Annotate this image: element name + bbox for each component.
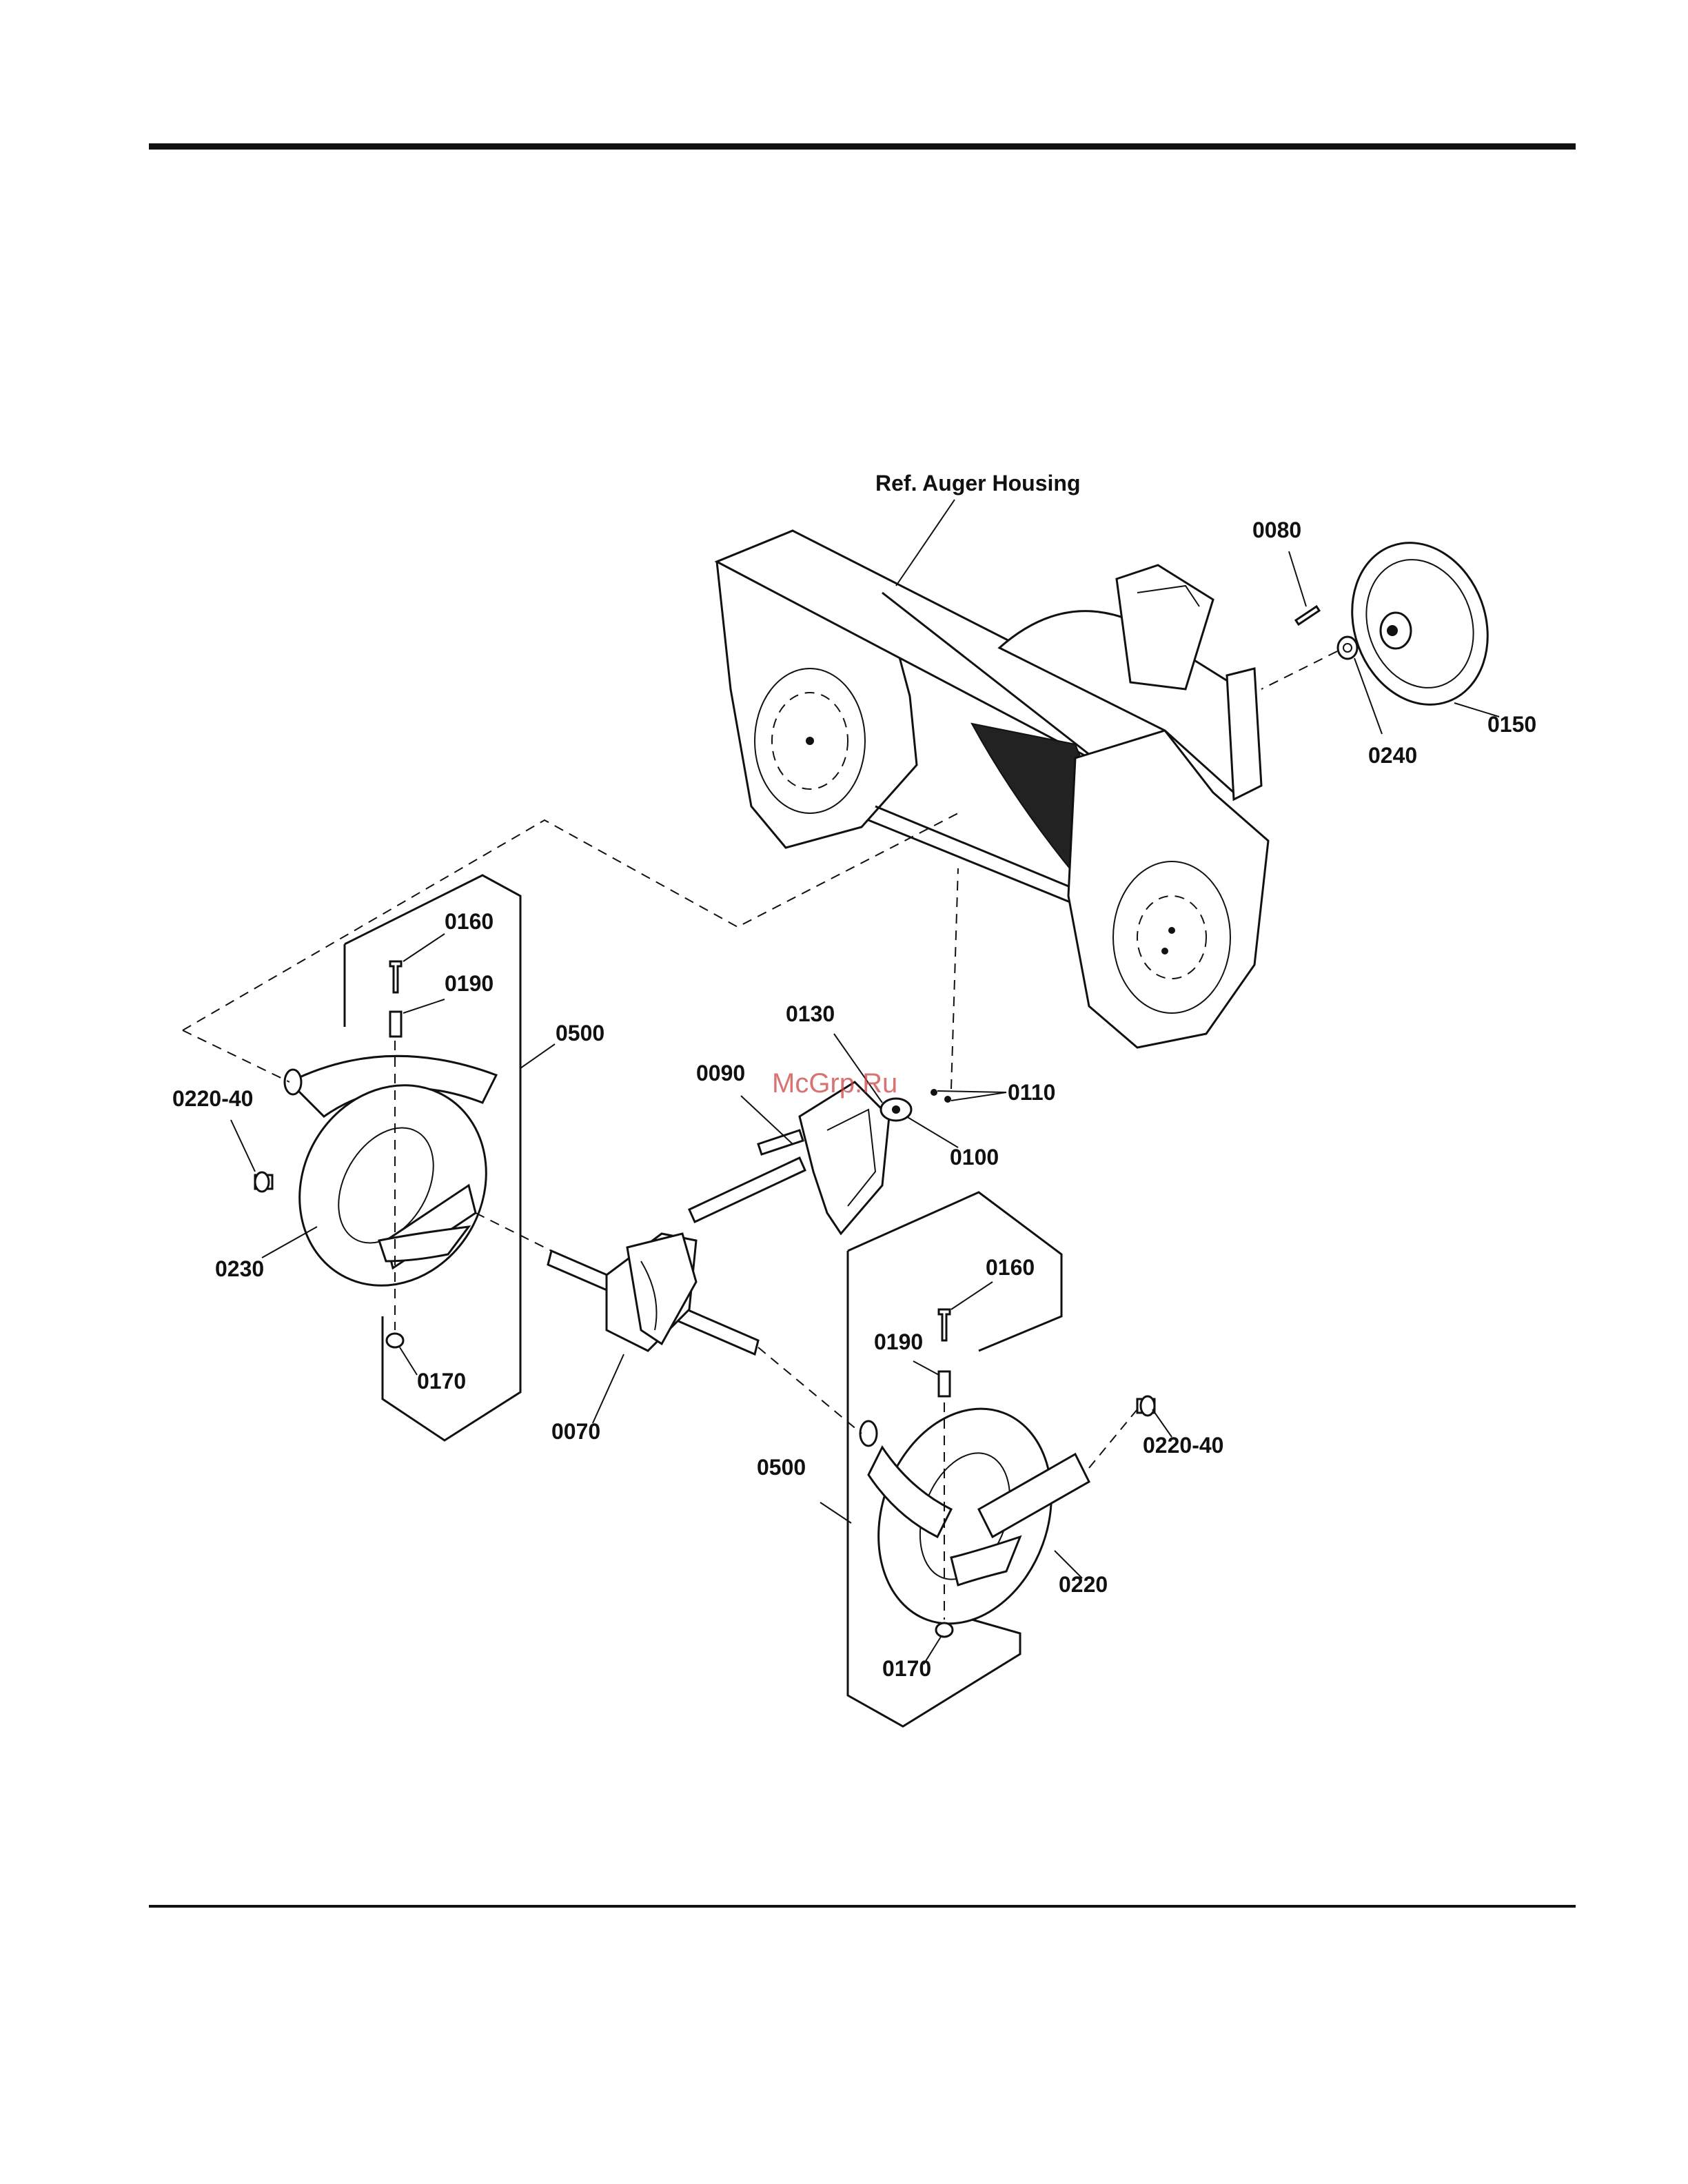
label-0170-left: 0170: [417, 1369, 466, 1394]
thrust-part-0090: [758, 1082, 889, 1234]
watermark-text: McGrp.Ru: [772, 1068, 897, 1099]
gearbox-0070: [548, 1158, 805, 1354]
washer-0240: [1338, 637, 1357, 659]
key-0080: [1296, 606, 1319, 624]
pulley-0150: [1330, 524, 1510, 724]
left-shear-bolt-0160: [390, 961, 401, 992]
label-ref-auger-housing: Ref. Auger Housing: [875, 471, 1080, 496]
label-0500-left: 0500: [556, 1021, 604, 1045]
right-grease-fitting-0220-40: [1137, 1396, 1155, 1416]
label-0190-right: 0190: [874, 1329, 923, 1354]
label-0230: 0230: [215, 1256, 264, 1281]
label-0170-right: 0170: [882, 1656, 931, 1681]
label-0070: 0070: [551, 1419, 600, 1444]
auger-housing: [717, 531, 1268, 1048]
right-nut-0170: [936, 1623, 953, 1637]
label-0160-left: 0160: [445, 909, 494, 934]
right-axle-line: [758, 1347, 862, 1433]
label-0160-right: 0160: [986, 1255, 1035, 1280]
left-auger-alignment-line: [183, 813, 958, 1030]
left-auger-shaft-line: [183, 1030, 289, 1082]
right-spacer-0190: [939, 1371, 950, 1396]
right-auger-0220: [850, 1385, 1089, 1649]
pulley-axis-line: [1261, 651, 1337, 689]
right-shear-bolt-0160: [939, 1309, 950, 1340]
label-0220-40-right: 0220-40: [1143, 1433, 1223, 1458]
label-0100: 0100: [950, 1145, 999, 1170]
left-grease-fitting-0220-40: [255, 1172, 272, 1192]
left-axle-line: [476, 1213, 551, 1251]
label-0150: 0150: [1487, 712, 1536, 737]
left-nut-0170: [387, 1334, 403, 1347]
left-spacer-0190: [390, 1012, 401, 1037]
bearing-axis-line: [951, 868, 958, 1089]
label-0500-right: 0500: [757, 1455, 806, 1480]
label-0080: 0080: [1252, 518, 1301, 542]
left-auger-0230: [263, 1051, 522, 1320]
label-0220: 0220: [1059, 1572, 1108, 1597]
label-0240: 0240: [1368, 743, 1417, 768]
right-fitting-line: [1089, 1409, 1137, 1468]
label-0190-left: 0190: [445, 971, 494, 996]
label-0090: 0090: [696, 1061, 745, 1085]
label-0110: 0110: [1008, 1080, 1055, 1105]
label-0130: 0130: [786, 1001, 835, 1026]
label-0220-40-left: 0220-40: [172, 1086, 253, 1111]
